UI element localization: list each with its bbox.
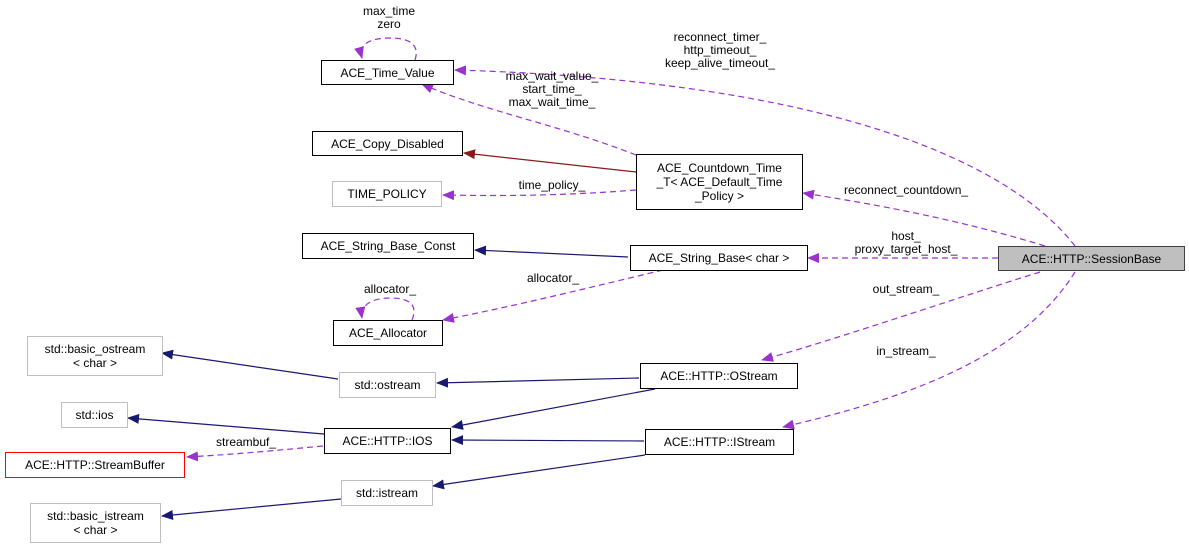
edge-session-ostream (761, 271, 1041, 362)
node-basic-ostream: std::basic_ostream < char > (27, 336, 163, 376)
label-session-istream: in_stream_ (876, 344, 936, 358)
node-allocator[interactable]: ACE_Allocator (333, 320, 443, 346)
edge-countdown-policy (442, 189, 637, 201)
node-countdown-time[interactable]: ACE_Countdown_Time _T< ACE_Default_Time … (636, 154, 803, 210)
node-istream: std::istream (341, 480, 433, 506)
node-time-value[interactable]: ACE_Time_Value (321, 60, 454, 85)
edge-time-value-self (354, 37, 417, 61)
node-copy-disabled[interactable]: ACE_Copy_Disabled (312, 131, 463, 156)
node-session-base[interactable]: ACE::HTTP::SessionBase (998, 246, 1185, 271)
edge-ios-streambuf (186, 445, 324, 462)
edge-ihttp-ios (451, 435, 645, 446)
node-ostream: std::ostream (339, 372, 436, 398)
node-http-ostream[interactable]: ACE::HTTP::OStream (640, 363, 798, 389)
label-string-allocator: allocator_ (526, 271, 580, 285)
label-countdown-time-value: max_wait_value_ start_time_ max_wait_tim… (505, 69, 599, 109)
edge-session-istream (782, 271, 1076, 430)
edge-string-allocator (442, 269, 664, 323)
edge-allocator-self (355, 297, 415, 321)
node-string-base[interactable]: ACE_String_Base< char > (630, 245, 808, 271)
edge-ostream-basic-ostream (161, 349, 339, 380)
edge-ohttp-ios (451, 388, 656, 430)
node-basic-istream: std::basic_istream < char > (30, 503, 161, 543)
node-std-ios: std::ios (61, 402, 128, 428)
node-stream-buffer[interactable]: ACE::HTTP::StreamBuffer (5, 452, 185, 478)
node-string-base-const[interactable]: ACE_String_Base_Const (302, 233, 474, 259)
edge-countdown-time-value (421, 83, 637, 156)
node-time-policy: TIME_POLICY (332, 181, 442, 207)
label-session-time-value: reconnect_timer_ http_timeout_ keep_aliv… (664, 30, 776, 70)
edge-string-base-const (474, 245, 629, 258)
edge-ihttp-istream (432, 454, 646, 490)
label-session-ostream: out_stream_ (872, 282, 940, 296)
edge-session-time-value (454, 65, 1076, 247)
edge-ohttp-ostream (436, 377, 640, 388)
label-ios-streambuf: streambuf_ (215, 435, 277, 449)
edge-session-countdown (802, 189, 1046, 247)
label-session-string: host_ proxy_target_host_ (854, 229, 958, 256)
label-countdown-policy: time_policy_ (518, 178, 586, 192)
edge-istream-basic-istream (161, 498, 342, 520)
label-session-countdown: reconnect_countdown_ (843, 183, 969, 197)
node-http-istream[interactable]: ACE::HTTP::IStream (645, 429, 794, 455)
edge-countdown-copy-disabled (463, 149, 637, 173)
edge-ios-std-ios (127, 413, 325, 435)
label-allocator-self: allocator_ (363, 282, 417, 296)
label-time-value-self: max_time zero (362, 4, 416, 31)
node-http-ios[interactable]: ACE::HTTP::IOS (324, 428, 451, 454)
